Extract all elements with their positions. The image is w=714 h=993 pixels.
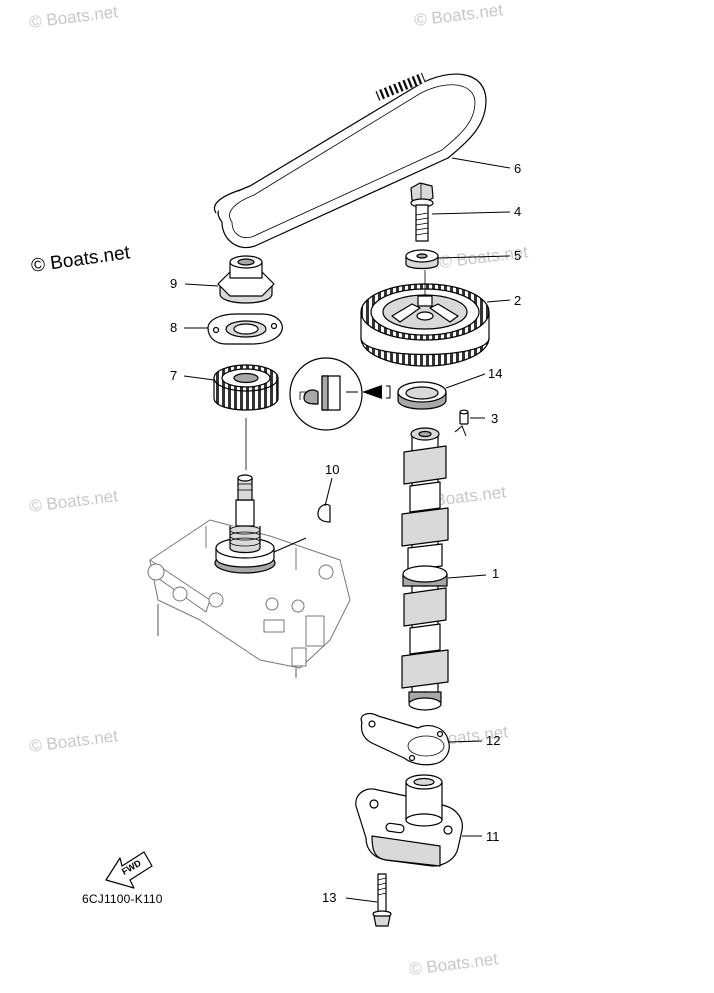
callout-4: 4 <box>514 204 521 219</box>
plate-8 <box>184 313 283 345</box>
washer-5 <box>405 249 511 270</box>
nut-9 <box>184 255 275 304</box>
key-10 <box>317 477 333 523</box>
callout-12: 12 <box>486 733 500 748</box>
timing-belt <box>213 72 511 249</box>
callout-10: 10 <box>325 462 339 477</box>
callout-1: 1 <box>492 566 499 581</box>
watermark: © Boats.net <box>408 949 499 979</box>
callout-7: 7 <box>170 368 177 383</box>
callout-5: 5 <box>514 248 521 263</box>
crankcase-reference <box>147 519 351 678</box>
bolt-4 <box>410 182 511 242</box>
camshaft-1 <box>401 427 487 711</box>
gasket-12 <box>360 712 483 766</box>
callout-13: 13 <box>322 890 336 905</box>
callout-8: 8 <box>170 320 177 335</box>
callout-6: 6 <box>514 161 521 176</box>
oil-seal-14 <box>397 373 486 410</box>
watermark: © Boats.net <box>28 486 119 516</box>
watermark: © Boats.net <box>28 2 119 32</box>
forward-arrow: FWD <box>105 851 153 889</box>
crank-pulley-7 <box>183 364 279 470</box>
callout-labels: 1 2 3 4 5 6 7 8 9 10 11 12 13 14 <box>170 161 521 905</box>
cam-pulley-2 <box>360 270 511 367</box>
watermark: © Boats.net <box>30 242 132 277</box>
pin-3 <box>454 409 485 437</box>
bolt-13 <box>345 873 392 927</box>
crankshaft-end <box>214 474 307 574</box>
watermark: © Boats.net <box>413 0 504 30</box>
callout-11: 11 <box>486 829 500 844</box>
callout-14: 14 <box>488 366 502 381</box>
oil-pump-11 <box>355 774 482 867</box>
callout-2: 2 <box>514 293 521 308</box>
watermark: © Boats.net <box>28 726 119 756</box>
callout-9: 9 <box>170 276 177 291</box>
callout-3: 3 <box>491 411 498 426</box>
diagram-code: 6CJ1100-K110 <box>82 892 163 906</box>
seal-detail-view <box>289 357 391 431</box>
